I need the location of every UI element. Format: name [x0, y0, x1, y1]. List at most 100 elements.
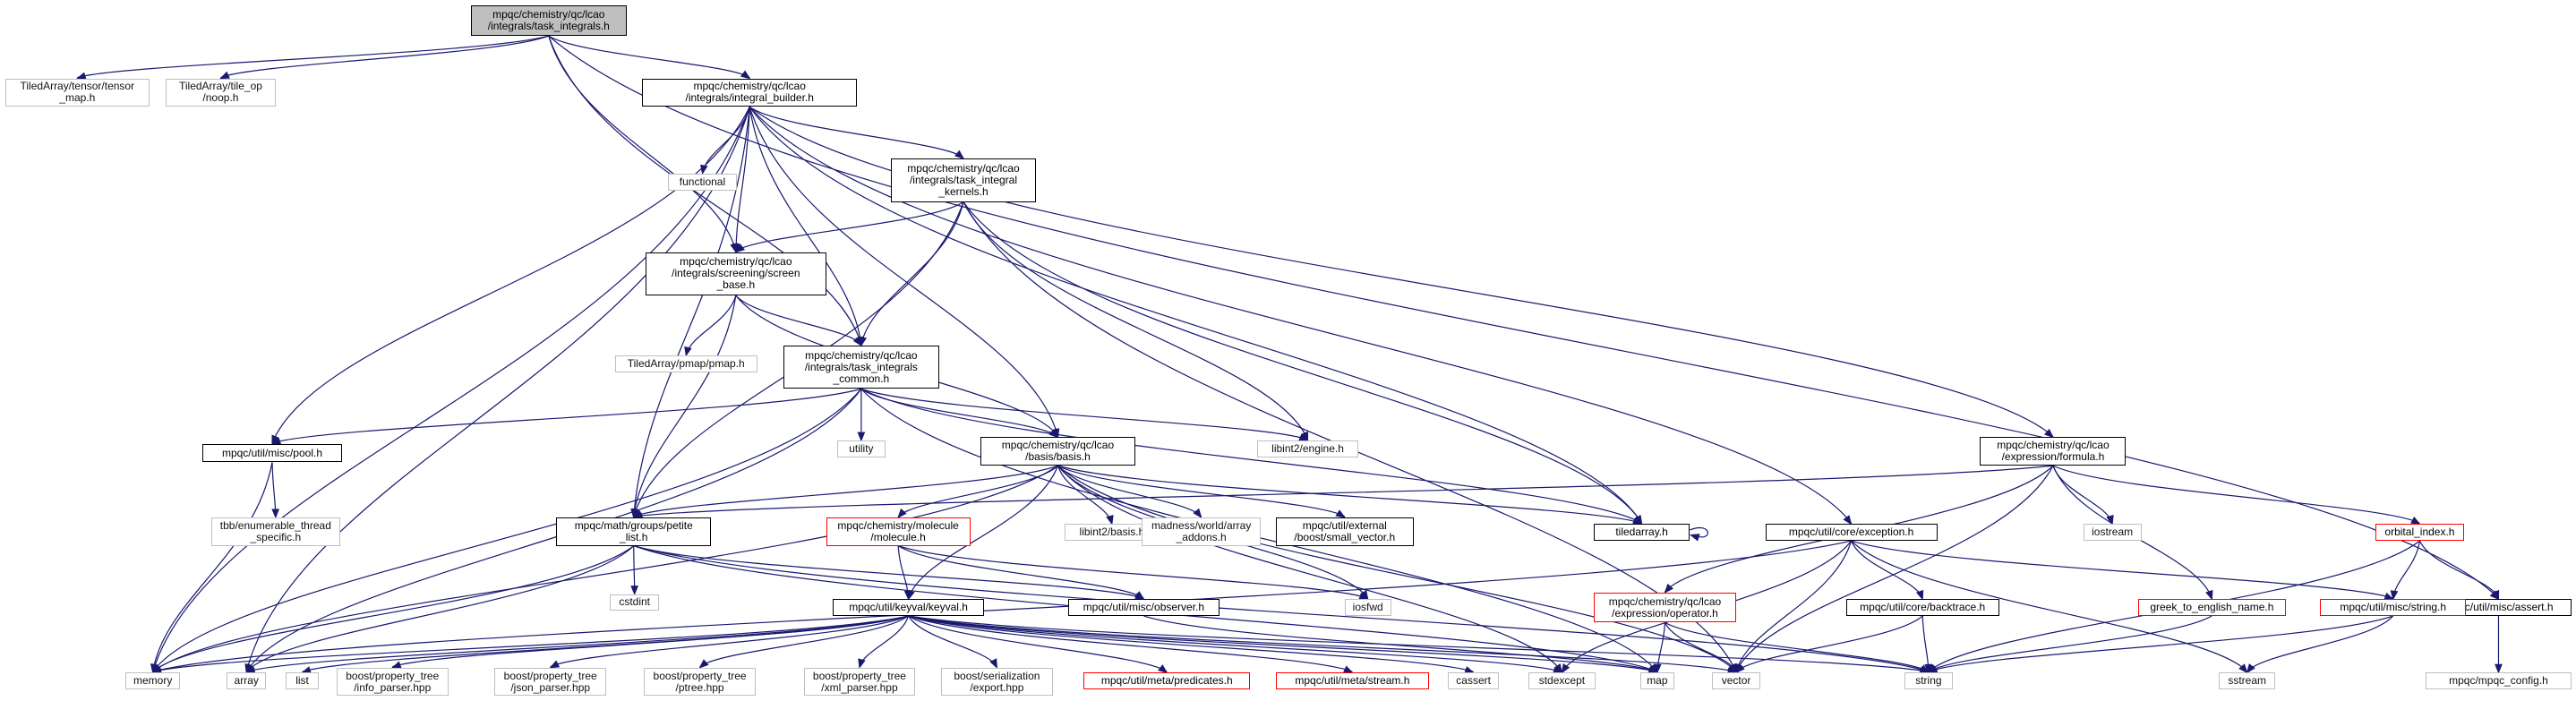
node-small-vector[interactable]: mpqc/util/external/boost/small_vector.h: [1276, 517, 1414, 546]
node-label-line: mpqc/util/keyval/keyval.h: [849, 601, 968, 614]
edge-integral-builder-to-memory: [151, 107, 750, 674]
node-petite-list[interactable]: mpqc/math/groups/petite_list.h: [556, 517, 712, 546]
edge-integral-builder-to-screen-base: [732, 107, 750, 253]
node-xml-parser[interactable]: boost/property_tree/xml_parser.hpp: [803, 667, 916, 697]
node-memory[interactable]: memory: [125, 672, 181, 689]
node-label-line: _list.h: [620, 530, 648, 543]
node-label-line: utility: [849, 441, 874, 455]
node-exception[interactable]: mpqc/util/core/exception.h: [1765, 524, 1938, 542]
node-ptree[interactable]: boost/property_tree/ptree.hpp: [644, 667, 756, 697]
node-label-line: mpqc/chemistry/molecule: [837, 518, 959, 532]
node-label-line: TiledArray/pmap/pmap.h: [627, 356, 745, 370]
node-misc-string[interactable]: mpqc/util/misc/string.h: [2320, 599, 2467, 616]
node-array[interactable]: array: [227, 672, 267, 689]
node-libint-engine[interactable]: libint2/engine.h: [1256, 440, 1359, 457]
node-integral-builder[interactable]: mpqc/chemistry/qc/lcao/integrals/integra…: [642, 78, 858, 107]
node-label-line: tiledarray.h: [1615, 526, 1668, 539]
node-pmap[interactable]: TiledArray/pmap/pmap.h: [614, 355, 757, 372]
node-info-parser[interactable]: boost/property_tree/info_parser.hpp: [336, 667, 449, 697]
node-string[interactable]: string: [1904, 672, 1953, 689]
edge-task-integrals-common-to-basis: [860, 388, 1059, 439]
node-basis[interactable]: mpqc/chemistry/qc/lcao/basis/basis.h: [980, 437, 1135, 466]
node-label-line: mpqc/util/misc/assert.h: [2443, 601, 2554, 614]
node-pool[interactable]: mpqc/util/misc/pool.h: [202, 443, 342, 463]
node-madness-array[interactable]: madness/world/array_addons.h: [1142, 517, 1261, 546]
node-cassert[interactable]: cassert: [1447, 672, 1500, 689]
node-label-line: /integrals/task_integral: [909, 173, 1018, 186]
node-label-line: mpqc/util/meta/stream.h: [1295, 674, 1410, 688]
node-keyval[interactable]: mpqc/util/keyval/keyval.h: [833, 599, 984, 616]
edge-basis-to-libint-basis: [1057, 465, 1114, 526]
node-predicates[interactable]: mpqc/util/meta/predicates.h: [1083, 672, 1251, 689]
edge-orbital-index-to-assert: [2418, 540, 2500, 601]
edge-molecule-to-iosfwd: [897, 545, 1369, 600]
edge-pool-to-tbb: [271, 462, 280, 519]
node-cstdint[interactable]: cstdint: [609, 594, 660, 611]
node-map[interactable]: map: [1639, 672, 1675, 689]
edge-task-integral-kernels-to-screen-base: [734, 201, 964, 253]
node-backtrace[interactable]: mpqc/util/core/backtrace.h: [1845, 599, 1999, 616]
edge-integral-builder-to-task-integrals-common: [749, 107, 864, 347]
edge-pool-to-memory: [150, 462, 273, 674]
node-observer[interactable]: mpqc/util/misc/observer.h: [1067, 599, 1220, 616]
node-iostream[interactable]: iostream: [2083, 524, 2142, 542]
edge-assert-to-mpqc-config: [2495, 615, 2503, 674]
node-vector[interactable]: vector: [1712, 672, 1760, 689]
edge-basis-to-small-vector: [1057, 465, 1346, 518]
edge-formula-to-orbital-index: [2052, 465, 2421, 526]
edge-integral-builder-to-formula: [749, 106, 2054, 439]
node-label-line: greek_to_english_name.h: [2150, 601, 2274, 614]
node-molecule[interactable]: mpqc/chemistry/molecule/molecule.h: [826, 517, 971, 546]
edge-integral-builder-to-petite-list: [630, 107, 750, 519]
edge-task-integrals-to-screen-base: [548, 35, 738, 253]
node-label-line: _map.h: [59, 91, 96, 105]
node-label-line: mpqc/math/groups/petite: [574, 518, 693, 532]
node-list[interactable]: list: [286, 672, 319, 689]
node-label-line: stdexcept: [1538, 674, 1586, 688]
node-stream[interactable]: mpqc/util/meta/stream.h: [1276, 672, 1429, 689]
node-label-line: /basis/basis.h: [1025, 450, 1091, 464]
node-label-line: map: [1647, 674, 1668, 688]
node-iosfwd[interactable]: iosfwd: [1344, 599, 1391, 616]
node-screen-base[interactable]: mpqc/chemistry/qc/lcao/integrals/screeni…: [646, 252, 826, 295]
node-task-integrals-common[interactable]: mpqc/chemistry/qc/lcao/integrals/task_in…: [783, 345, 940, 389]
node-tiledarray[interactable]: tiledarray.h: [1593, 524, 1690, 542]
edge-integral-builder-to-pool: [271, 107, 750, 446]
node-label-line: memory: [133, 674, 173, 688]
edge-tiledarray-to-tiledarray: [1690, 527, 1708, 542]
edge-task-integrals-to-tensor-map: [76, 35, 549, 80]
node-greek[interactable]: greek_to_english_name.h: [2137, 599, 2286, 616]
node-label-line: list: [295, 674, 309, 688]
node-stdexcept[interactable]: stdexcept: [1528, 672, 1596, 689]
node-task-integral-kernels[interactable]: mpqc/chemistry/qc/lcao/integrals/task_in…: [891, 158, 1036, 202]
node-label-line: mpqc/chemistry/qc/lcao: [1001, 439, 1115, 452]
edge-petite-list-to-memory: [151, 545, 635, 674]
node-formula[interactable]: mpqc/chemistry/qc/lcao/expression/formul…: [1980, 437, 2127, 466]
node-label-line: /integrals/screening/screen: [672, 267, 800, 280]
node-utility[interactable]: utility: [837, 440, 886, 457]
node-operator[interactable]: mpqc/chemistry/qc/lcao/expression/operat…: [1593, 592, 1737, 623]
edge-screen-base-to-task-integrals-common: [735, 295, 862, 347]
node-task-integrals[interactable]: mpqc/chemistry/qc/lcao/integrals/task_in…: [470, 4, 628, 37]
node-json-parser[interactable]: boost/property_tree/json_parser.hpp: [494, 667, 607, 697]
node-tbb[interactable]: tbb/enumerable_thread_specific.h: [210, 517, 340, 546]
node-label-line: cassert: [1456, 674, 1491, 688]
node-functional[interactable]: functional: [668, 173, 737, 191]
node-label-line: /ptree.hpp: [675, 680, 724, 694]
node-label-line: mpqc/util/external: [1302, 518, 1387, 532]
node-orbital-index[interactable]: orbital_index.h: [2375, 524, 2465, 542]
node-label-line: sstream: [2228, 674, 2267, 688]
node-sstream[interactable]: sstream: [2219, 672, 2276, 689]
node-label-line: mpqc/chemistry/qc/lcao: [680, 255, 792, 269]
node-mpqc-config[interactable]: mpqc/mpqc_config.h: [2425, 672, 2572, 689]
node-export[interactable]: boost/serialization/export.hpp: [941, 667, 1053, 697]
node-libint-basis[interactable]: libint2/basis.h: [1065, 524, 1160, 542]
node-tensor-map[interactable]: TiledArray/tensor/tensor_map.h: [4, 78, 150, 107]
edge-exception-to-backtrace: [1851, 540, 1924, 601]
node-tile-op-noop[interactable]: TiledArray/tile_op/noop.h: [166, 78, 276, 107]
edge-misc-string-to-string: [1927, 615, 2393, 673]
edge-task-integral-kernels-to-libint-engine: [963, 201, 1309, 442]
edge-keyval-to-predicates: [908, 615, 1168, 674]
node-label-line: mpqc/mpqc_config.h: [2449, 674, 2548, 688]
edge-screen-base-to-pmap: [684, 295, 737, 357]
